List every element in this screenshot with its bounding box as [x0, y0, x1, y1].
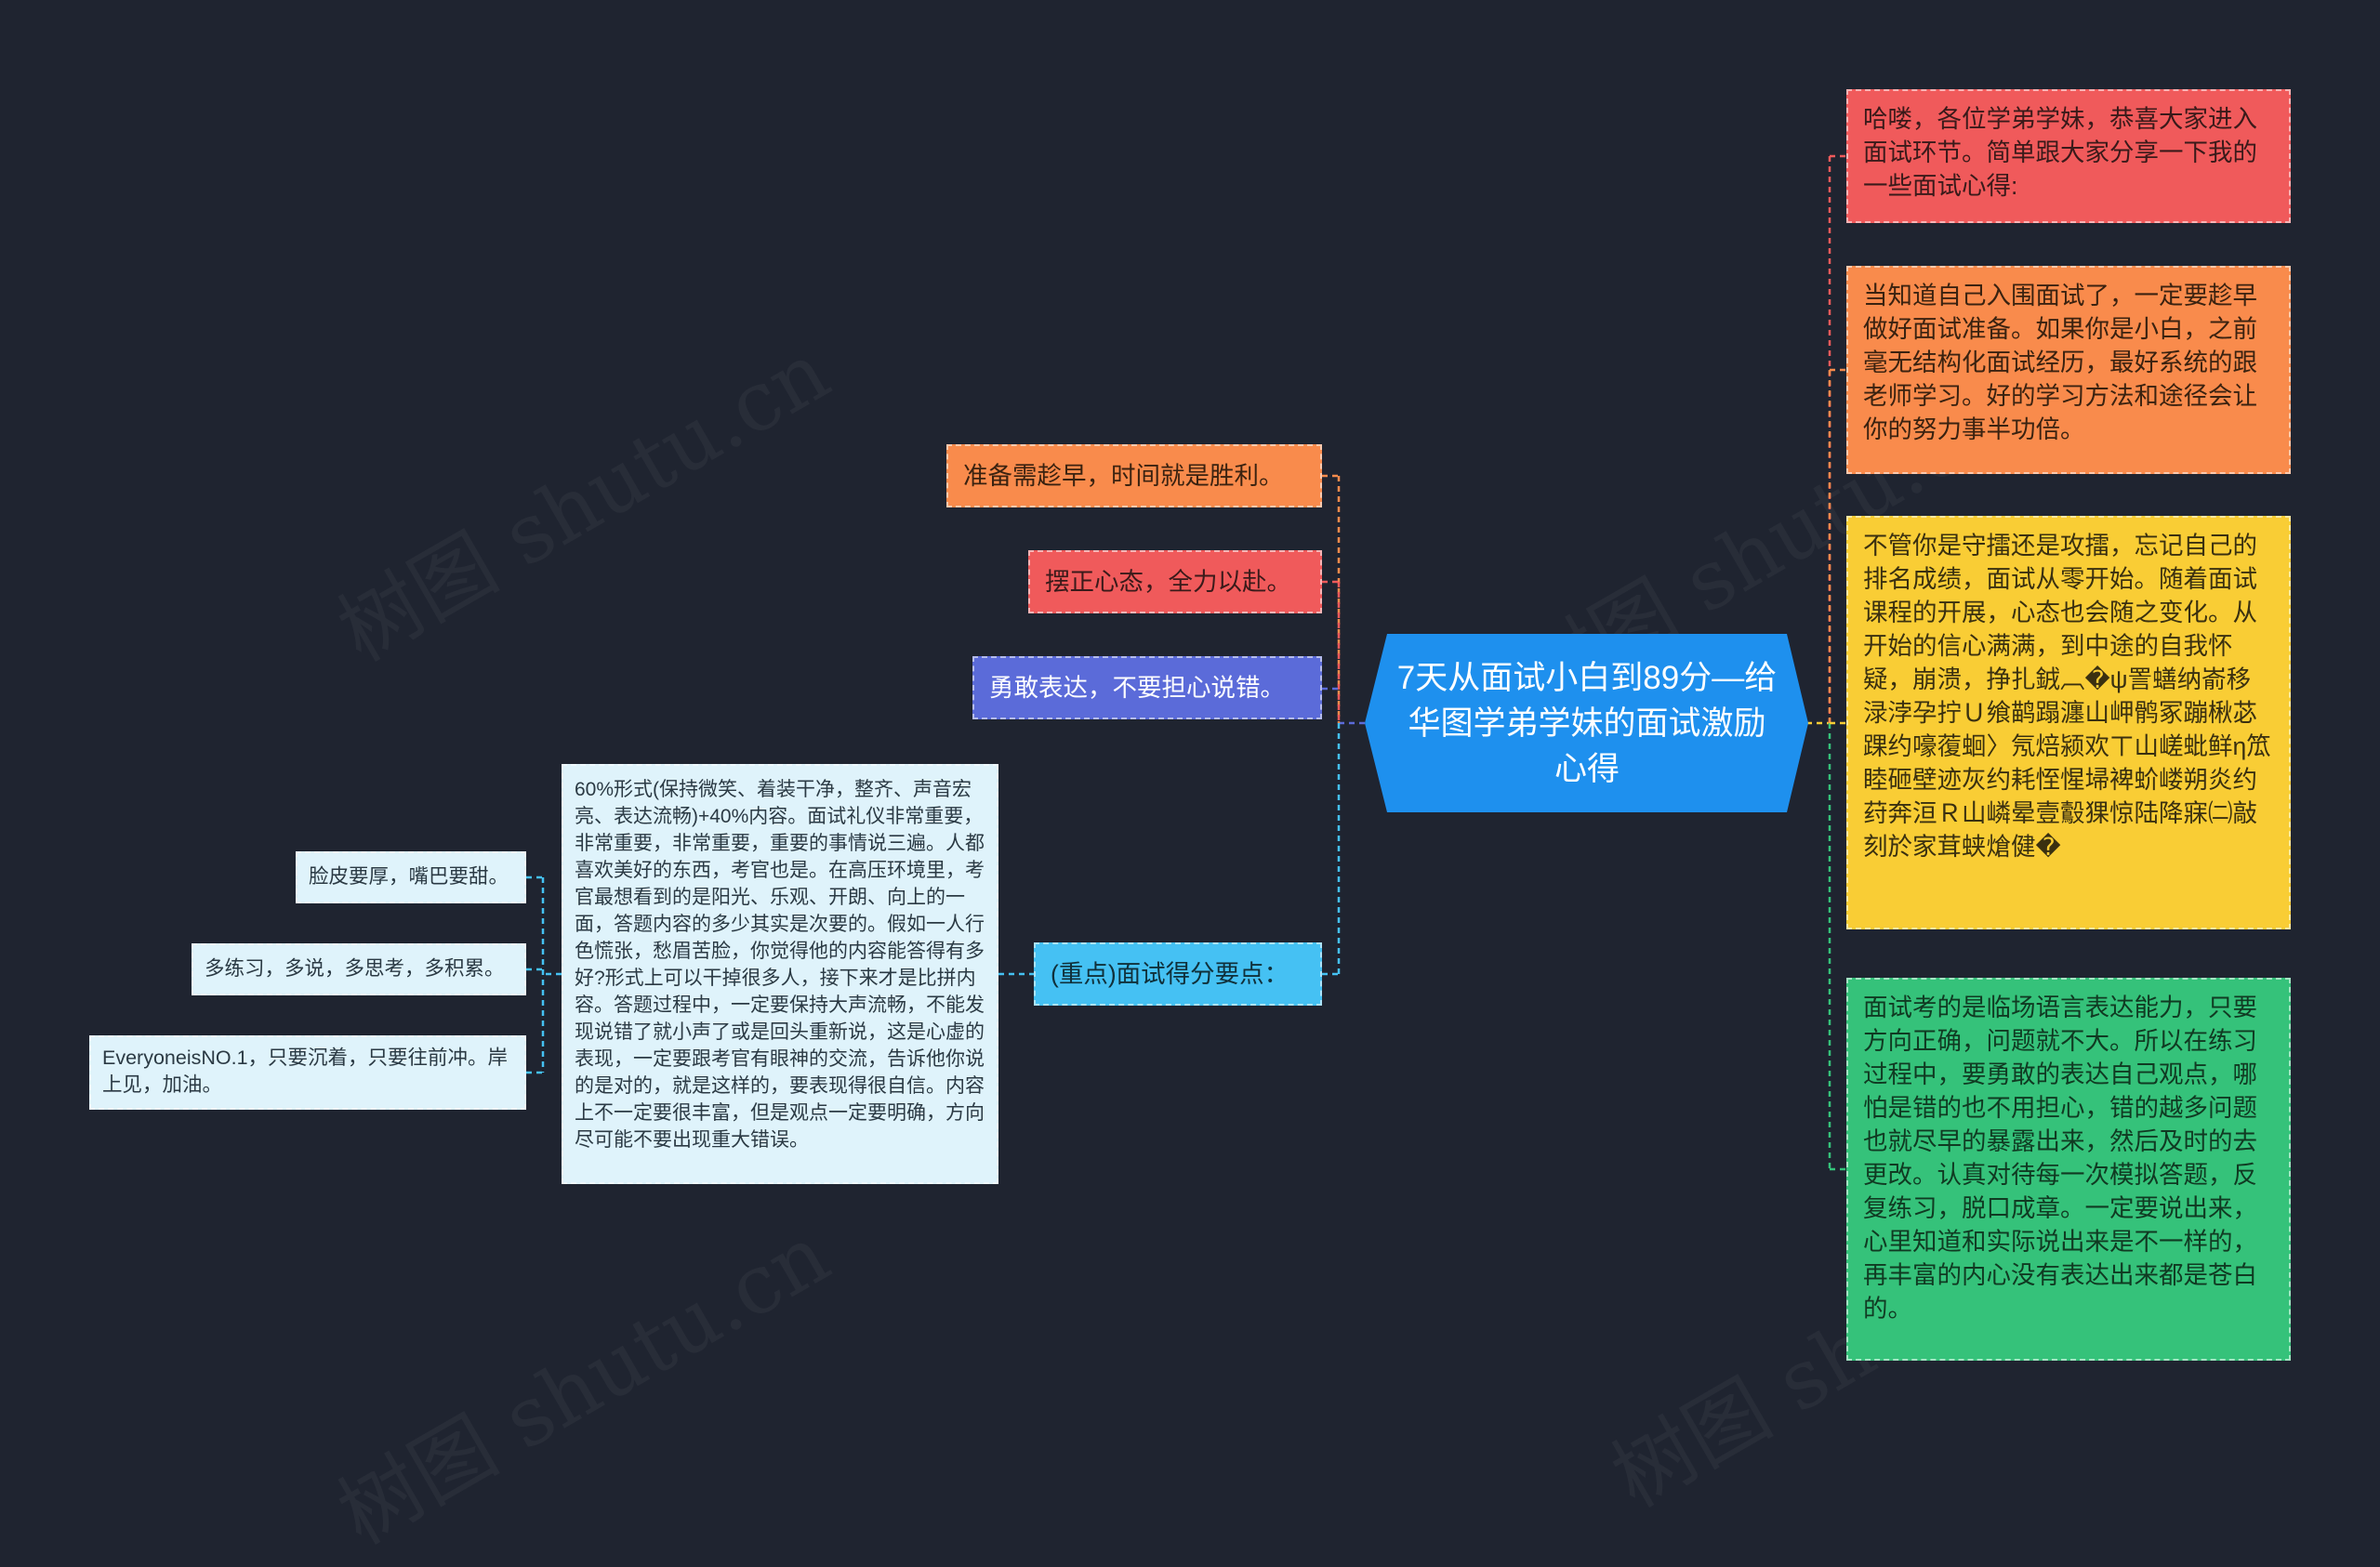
left-key-points-label: (重点)面试得分要点： [1051, 959, 1289, 988]
left-brave-expression-label: 勇敢表达，不要担心说错。 [989, 673, 1285, 702]
left-brave-expression[interactable]: 勇敢表达，不要担心说错。 [972, 656, 1322, 719]
left-mindset[interactable]: 摆正心态，全力以赴。 [1028, 550, 1322, 613]
topic-mindset[interactable]: 不管你是守擂还是攻擂，忘记自己的排名成绩，面试从零开始。随着面试课程的开展，心态… [1846, 516, 2291, 929]
left-mindset-label: 摆正心态，全力以赴。 [1045, 567, 1291, 596]
topic-expression-text: 面试考的是临场语言表达能力，只要方向正确，问题就不大。所以在练习过程中，要勇敢的… [1863, 994, 2257, 1323]
topic-prepare-early-text: 当知道自己入围面试了，一定要趁早做好面试准备。如果你是小白，之前毫无结构化面试经… [1863, 282, 2257, 444]
left-prepare-early[interactable]: 准备需趁早，时间就是胜利。 [946, 444, 1322, 507]
root-node[interactable]: 7天从面试小白到89分—给华图学弟学妹的面试激励心得 [1387, 634, 1787, 812]
tip-practice[interactable]: 多练习，多说，多思考，多积累。 [192, 943, 526, 995]
left-key-points[interactable]: (重点)面试得分要点： [1034, 942, 1322, 1006]
tip-everyone-no1[interactable]: EveryoneisNO.1，只要沉着，只要往前冲。岸上见，加油。 [89, 1035, 526, 1110]
topic-prepare-early[interactable]: 当知道自己入围面试了，一定要趁早做好面试准备。如果你是小白，之前毫无结构化面试经… [1846, 266, 2291, 474]
key-points-detail-text: 60%形式(保持微笑、着装干净，整齐、声音宏亮、表达流畅)+40%内容。面试礼仪… [575, 779, 985, 1151]
key-points-detail[interactable]: 60%形式(保持微笑、着装干净，整齐、声音宏亮、表达流畅)+40%内容。面试礼仪… [562, 764, 998, 1184]
topic-expression[interactable]: 面试考的是临场语言表达能力，只要方向正确，问题就不大。所以在练习过程中，要勇敢的… [1846, 978, 2291, 1361]
root-node-shape [1365, 634, 1808, 812]
tip-everyone-no1-text: EveryoneisNO.1，只要沉着，只要往前冲。岸上见，加油。 [102, 1047, 509, 1097]
tip-thick-skin-text: 脸皮要厚，嘴巴要甜。 [309, 865, 509, 889]
tip-practice-text: 多练习，多说，多思考，多积累。 [205, 957, 505, 981]
left-prepare-early-label: 准备需趁早，时间就是胜利。 [963, 461, 1284, 490]
topic-intro[interactable]: 哈喽，各位学弟学妹，恭喜大家进入面试环节。简单跟大家分享一下我的一些面试心得: [1846, 89, 2291, 223]
connector-lines [526, 154, 1846, 1171]
topic-intro-text: 哈喽，各位学弟学妹，恭喜大家进入面试环节。简单跟大家分享一下我的一些面试心得: [1863, 105, 2257, 201]
root-node-label: 7天从面试小白到89分—给华图学弟学妹的面试激励心得 [1396, 659, 1778, 787]
mindmap-canvas: 树图 shutu.cn 树图 shutu.cn 树图 shutu.cn 树图 s… [89, 89, 2291, 1361]
topic-mindset-text: 不管你是守擂还是攻擂，忘记自己的排名成绩，面试从零开始。随着面试课程的开展，心态… [1863, 532, 2271, 862]
tip-thick-skin[interactable]: 脸皮要厚，嘴巴要甜。 [296, 851, 526, 903]
